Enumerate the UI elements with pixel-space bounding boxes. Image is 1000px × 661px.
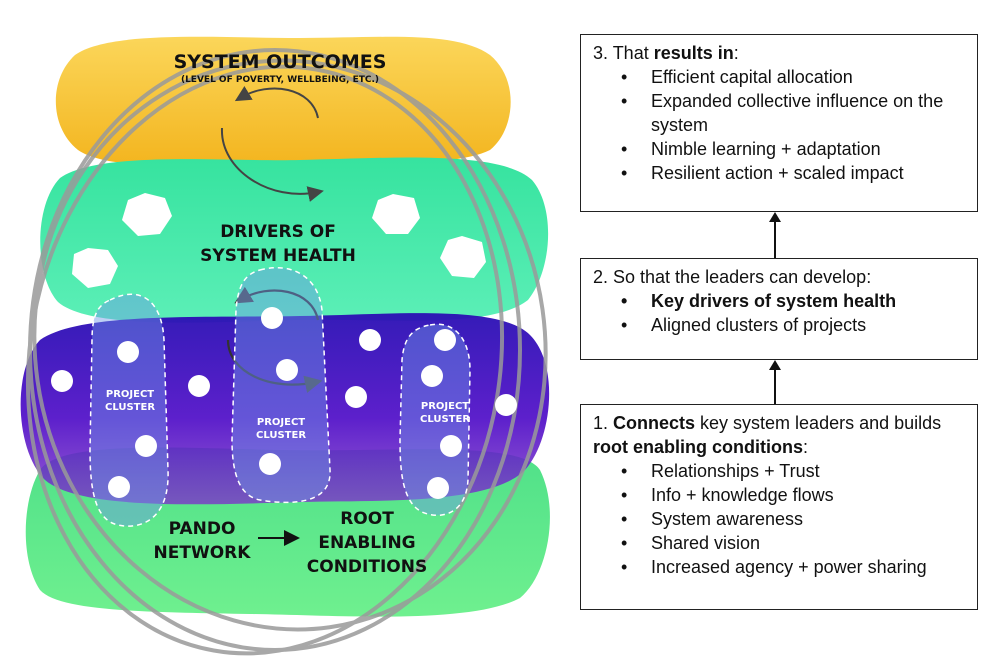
project-dot xyxy=(427,477,449,499)
project-dot xyxy=(259,453,281,475)
project-cluster-outline xyxy=(399,323,471,516)
project-dot xyxy=(135,435,157,457)
drivers-label-line1: DRIVERS OF xyxy=(220,222,336,242)
connects-heading: 1. Connects key system leaders and build… xyxy=(593,413,942,457)
project-dot xyxy=(434,329,456,351)
results-item: Efficient capital allocation xyxy=(621,65,967,89)
project-cluster-label-line1: PROJECT xyxy=(257,417,305,428)
project-dot xyxy=(440,435,462,457)
system-outcomes-subtitle: (LEVEL OF POVERTY, WELLBEING, ETC.) xyxy=(181,75,379,85)
driver-hexagon xyxy=(122,193,172,236)
project-cluster-label-line2: CLUSTER xyxy=(256,430,306,441)
connects-item: Relationships + Trust xyxy=(621,459,967,483)
project-dot xyxy=(276,359,298,381)
project-cluster-label-line2: CLUSTER xyxy=(420,414,470,425)
project-cluster-outline xyxy=(89,293,169,527)
pando-diagram: SYSTEM OUTCOMES (LEVEL OF POVERTY, WELLB… xyxy=(20,36,550,656)
project-cluster-outline xyxy=(231,266,331,504)
connects-item: Increased agency + power sharing xyxy=(621,555,967,579)
connects-box: 1. Connects key system leaders and build… xyxy=(580,404,978,610)
arrow-2-to-3 xyxy=(769,212,781,260)
develop-heading: 2. So that the leaders can develop: xyxy=(593,267,872,287)
driver-hexagon xyxy=(72,248,118,288)
results-item: Resilient action + scaled impact xyxy=(621,161,967,185)
project-clusters-layer xyxy=(20,313,550,505)
project-dot xyxy=(108,476,130,498)
project-dot xyxy=(421,365,443,387)
project-dot xyxy=(188,375,210,397)
driver-hexagons xyxy=(72,193,486,288)
arrow-1-to-2 xyxy=(769,360,781,406)
connects-item: System awareness xyxy=(621,507,967,531)
drivers-cycle-arrow xyxy=(226,286,323,393)
project-dots xyxy=(51,307,517,499)
root-conditions-line3: CONDITIONS xyxy=(307,557,427,577)
connects-item: Info + knowledge flows xyxy=(621,483,967,507)
outcomes-cycle-arrow xyxy=(220,85,324,202)
develop-item: Key drivers of system health xyxy=(621,289,967,313)
project-dot xyxy=(51,370,73,392)
project-cluster-label-line2: CLUSTER xyxy=(105,402,155,413)
system-outcomes-title: SYSTEM OUTCOMES xyxy=(174,51,387,73)
connects-item: Shared vision xyxy=(621,531,967,555)
driver-hexagon xyxy=(372,194,420,234)
project-cluster-label-line1: PROJECT xyxy=(421,401,469,412)
system-outcomes-layer xyxy=(55,36,511,166)
project-dot xyxy=(345,386,367,408)
results-heading: 3. That results in: xyxy=(593,43,739,63)
pando-network-line2: NETWORK xyxy=(154,543,252,563)
project-dot xyxy=(359,329,381,351)
project-dot xyxy=(117,341,139,363)
pando-network-line1: PANDO xyxy=(169,519,236,539)
project-dot xyxy=(261,307,283,329)
develop-box: 2. So that the leaders can develop: Key … xyxy=(580,258,978,360)
driver-hexagon xyxy=(440,236,486,278)
results-item: Nimble learning + adaptation xyxy=(621,137,967,161)
root-conditions-line2: ENABLING xyxy=(318,533,415,553)
drivers-layer xyxy=(40,157,549,323)
root-conditions-line1: ROOT xyxy=(340,509,394,529)
develop-item: Aligned clusters of projects xyxy=(621,313,967,337)
project-cluster-label-line1: PROJECT xyxy=(106,389,154,400)
results-box: 3. That results in: Efficient capital al… xyxy=(580,34,978,212)
drivers-label-line2: SYSTEM HEALTH xyxy=(200,246,356,266)
results-item: Expanded collective influence on the sys… xyxy=(621,89,967,137)
project-dot xyxy=(495,394,517,416)
